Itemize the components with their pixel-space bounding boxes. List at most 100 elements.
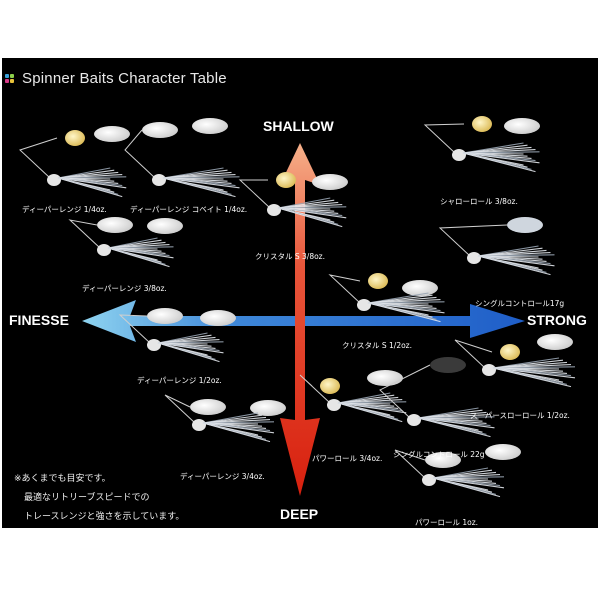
lure-head-shape	[357, 299, 371, 311]
blade-shape	[65, 130, 85, 146]
skirt-strand	[432, 477, 501, 498]
blade-shape	[200, 310, 236, 326]
lure-head-shape	[452, 149, 466, 161]
blade-shape	[537, 334, 573, 350]
lure-label-deeper-range-3-8: ディーパーレンジ 3/8oz.	[82, 284, 167, 293]
lure-crystal-s-1-2	[328, 273, 445, 323]
lure-label-shallow-roll-3-8: シャローロール 3/8oz.	[440, 197, 518, 206]
skirt-strand	[107, 247, 174, 259]
blade-shape	[276, 172, 296, 188]
lure-head-shape	[327, 399, 341, 411]
footnote-line: トレースレンジと強さを示しています。	[24, 512, 185, 522]
lure-deeper-range-1-4	[19, 126, 130, 198]
diagram-title: Spinner Baits Character Table	[22, 70, 227, 87]
skirt-strand	[462, 152, 536, 173]
blade-shape	[507, 217, 543, 233]
skirt-strand	[337, 402, 407, 414]
skirt-strand	[417, 417, 495, 429]
skirt-strand	[157, 342, 220, 363]
footnote-line: ※あくまでも目安です。	[14, 474, 111, 484]
skirt-strand	[57, 177, 127, 189]
skirt-strand	[162, 177, 236, 198]
lure-head-shape	[192, 419, 206, 431]
lure-single-control-17g	[438, 217, 555, 276]
skirt-strand	[367, 302, 441, 323]
lure-power-roll-1	[394, 449, 505, 498]
lure-deeper-range-3-4	[164, 394, 286, 443]
blade-shape	[402, 280, 438, 296]
blade-shape	[500, 344, 520, 360]
lure-super-slow-roll-1-2	[454, 334, 576, 388]
blade-shape	[368, 273, 388, 289]
lure-label-deeper-range-1-4: ディーパーレンジ 1/4oz.	[22, 205, 107, 214]
blade-shape	[192, 118, 228, 134]
lure-shallow-roll-3-8	[423, 116, 540, 173]
skirt-strand	[202, 422, 271, 443]
lure-deeper-range-covert-1-4	[124, 118, 240, 198]
blade-shape	[472, 116, 492, 132]
skirt-strand	[277, 207, 347, 219]
blade-shape	[430, 357, 466, 373]
skirt-strand	[367, 302, 445, 314]
blade-shape	[94, 126, 130, 142]
lure-label-deeper-range-1-2: ディーパーレンジ 1/2oz.	[137, 376, 222, 385]
skirt-strand	[492, 367, 576, 379]
lure-single-control-22g	[379, 357, 521, 460]
lure-head-shape	[47, 174, 61, 186]
lure-head-shape	[422, 474, 436, 486]
skirt-strand	[162, 177, 240, 189]
lure-head-shape	[147, 339, 161, 351]
blade-shape	[320, 378, 340, 394]
deep-label: DEEP	[280, 506, 319, 522]
lure-label-crystal-s-1-2: クリスタル S 1/2oz.	[342, 341, 413, 350]
lure-label-super-slow-roll-1-2: スーパースローロール 1/2oz.	[470, 411, 570, 420]
lure-label-crystal-s-3-8: クリスタル S 3/8oz.	[255, 252, 326, 261]
lure-head-shape	[152, 174, 166, 186]
lure-power-roll-3-4	[299, 370, 407, 423]
footnote-line: 最適なリトリーブスピードでの	[24, 493, 150, 503]
lure-deeper-range-3-8	[68, 217, 183, 268]
lure-head-shape	[482, 364, 496, 376]
blade-shape	[367, 370, 403, 386]
skirt-strand	[477, 255, 555, 267]
blade-shape	[142, 122, 178, 138]
blade-shape	[97, 217, 133, 233]
lure-label-single-control-22g: シングルコントロール 22g	[393, 450, 485, 459]
lure-label-deeper-range-covert-1-4: ディーパーレンジ コベイト 1/4oz.	[130, 205, 248, 214]
skirt-strand	[432, 477, 505, 489]
lure-label-single-control-17g: シングルコントロール17g	[475, 299, 565, 308]
shallow-label: SHALLOW	[263, 118, 334, 134]
skirt-strand	[462, 152, 540, 164]
lure-label-deeper-range-3-4: ディーパーレンジ 3/4oz.	[180, 472, 265, 481]
blade-shape	[190, 399, 226, 415]
skirt-strand	[337, 402, 403, 423]
skirt-strand	[492, 367, 572, 388]
finesse-label: FINESSE	[9, 312, 69, 328]
blade-shape	[425, 452, 461, 468]
blade-shape	[147, 218, 183, 234]
lure-head-shape	[267, 204, 281, 216]
lure-deeper-range-1-2	[118, 308, 236, 363]
grid-icon	[5, 74, 17, 86]
lure-head-shape	[467, 252, 481, 264]
skirt-strand	[417, 417, 491, 438]
lure-label-power-roll-1: パワーロール 1oz.	[415, 518, 479, 527]
skirt-strand	[57, 177, 123, 198]
lure-label-power-roll-3-4: パワーロール 3/4oz.	[312, 454, 383, 463]
blade-shape	[250, 400, 286, 416]
vertical-axis-arrow	[280, 143, 320, 496]
skirt-strand	[477, 255, 551, 276]
skirt-strand	[202, 422, 275, 434]
skirt-strand	[277, 207, 343, 228]
blade-shape	[312, 174, 348, 190]
lure-head-shape	[97, 244, 111, 256]
blade-shape	[147, 308, 183, 324]
lure-head-shape	[407, 414, 421, 426]
footnote: ※あくまでも目安です。 最適なリトリーブスピードでの トレースレンジと強さを示し…	[14, 470, 184, 527]
skirt-strand	[157, 342, 224, 354]
blade-shape	[504, 118, 540, 134]
blade-shape	[485, 444, 521, 460]
skirt-strand	[107, 247, 170, 268]
lure-crystal-s-3-8	[238, 172, 348, 228]
